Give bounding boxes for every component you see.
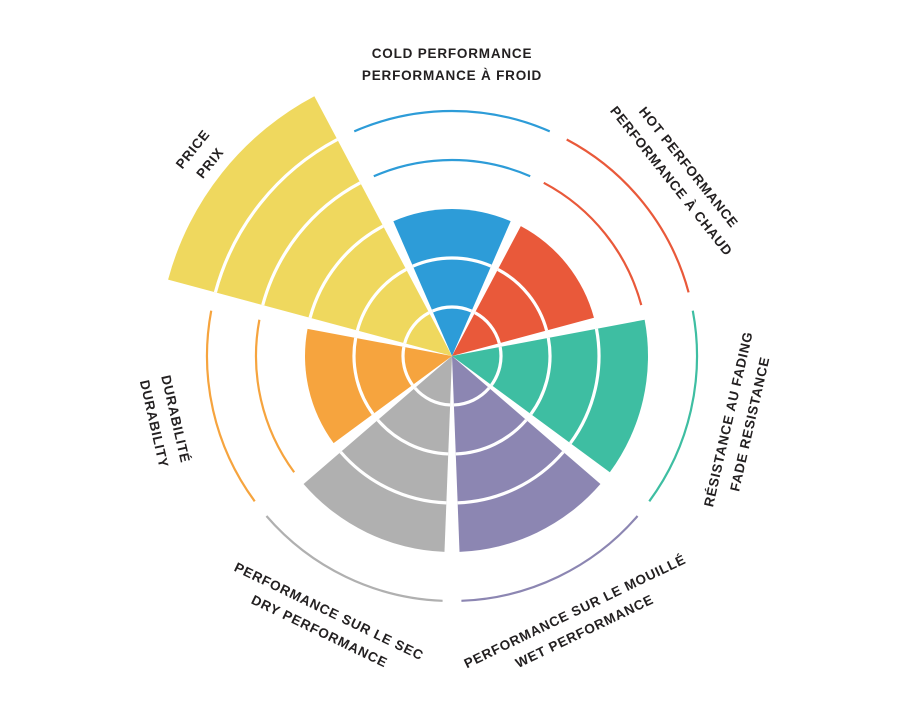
- ring-outline-cold-performance: [353, 109, 551, 133]
- label-durability: DURABILITÉDURABILITY: [137, 374, 193, 470]
- ring-outline-wet-performance: [461, 515, 639, 602]
- label-hot-performance: HOT PERFORMANCEPERFORMANCE À CHAUD: [607, 90, 752, 259]
- wedge-wet-performance: [452, 356, 601, 552]
- ring-separator: [529, 337, 552, 416]
- ring-separator: [412, 256, 492, 268]
- ring-outline-cold-performance: [373, 158, 531, 178]
- ring-separator: [431, 305, 473, 313]
- label-dry-performance: PERFORMANCE SUR LE SECDRY PERFORMANCE: [222, 560, 426, 684]
- ring-separator: [413, 386, 451, 407]
- ring-separator: [455, 418, 528, 456]
- ring-outline-durability: [254, 319, 296, 473]
- ring-separator: [457, 450, 565, 505]
- ring-outline-durability: [205, 310, 256, 502]
- ring-separator: [569, 328, 601, 445]
- ring-separator: [308, 224, 384, 319]
- ring-separator: [401, 346, 414, 387]
- ring-separator: [213, 138, 339, 293]
- label-wet-performance: PERFORMANCE SUR LE MOUILLÉWET PERFORMANC…: [462, 552, 698, 691]
- ring-separator: [355, 267, 407, 331]
- ring-separator: [403, 311, 430, 344]
- ring-separator: [376, 418, 449, 456]
- ring-separator: [490, 346, 503, 387]
- ring-separator: [497, 267, 549, 331]
- ring-outline-dry-performance: [265, 515, 443, 602]
- ring-separator: [474, 311, 501, 344]
- wedge-price: [168, 96, 452, 357]
- ring-separator: [261, 181, 361, 306]
- wedge-cold-performance: [393, 209, 511, 356]
- ring-separator: [352, 337, 375, 416]
- wedge-dry-performance: [303, 356, 452, 552]
- ring-outline-fade-resistance: [648, 310, 699, 502]
- wedge-durability: [305, 328, 452, 444]
- ring-outline-hot-performance: [543, 181, 643, 306]
- label-fade-resistance: RÉSISTANCE AU FADINGFADE RESISTANCE: [701, 330, 777, 513]
- ring-outline-hot-performance: [566, 138, 690, 293]
- ring-separator: [339, 450, 447, 505]
- ring-separator: [453, 386, 491, 407]
